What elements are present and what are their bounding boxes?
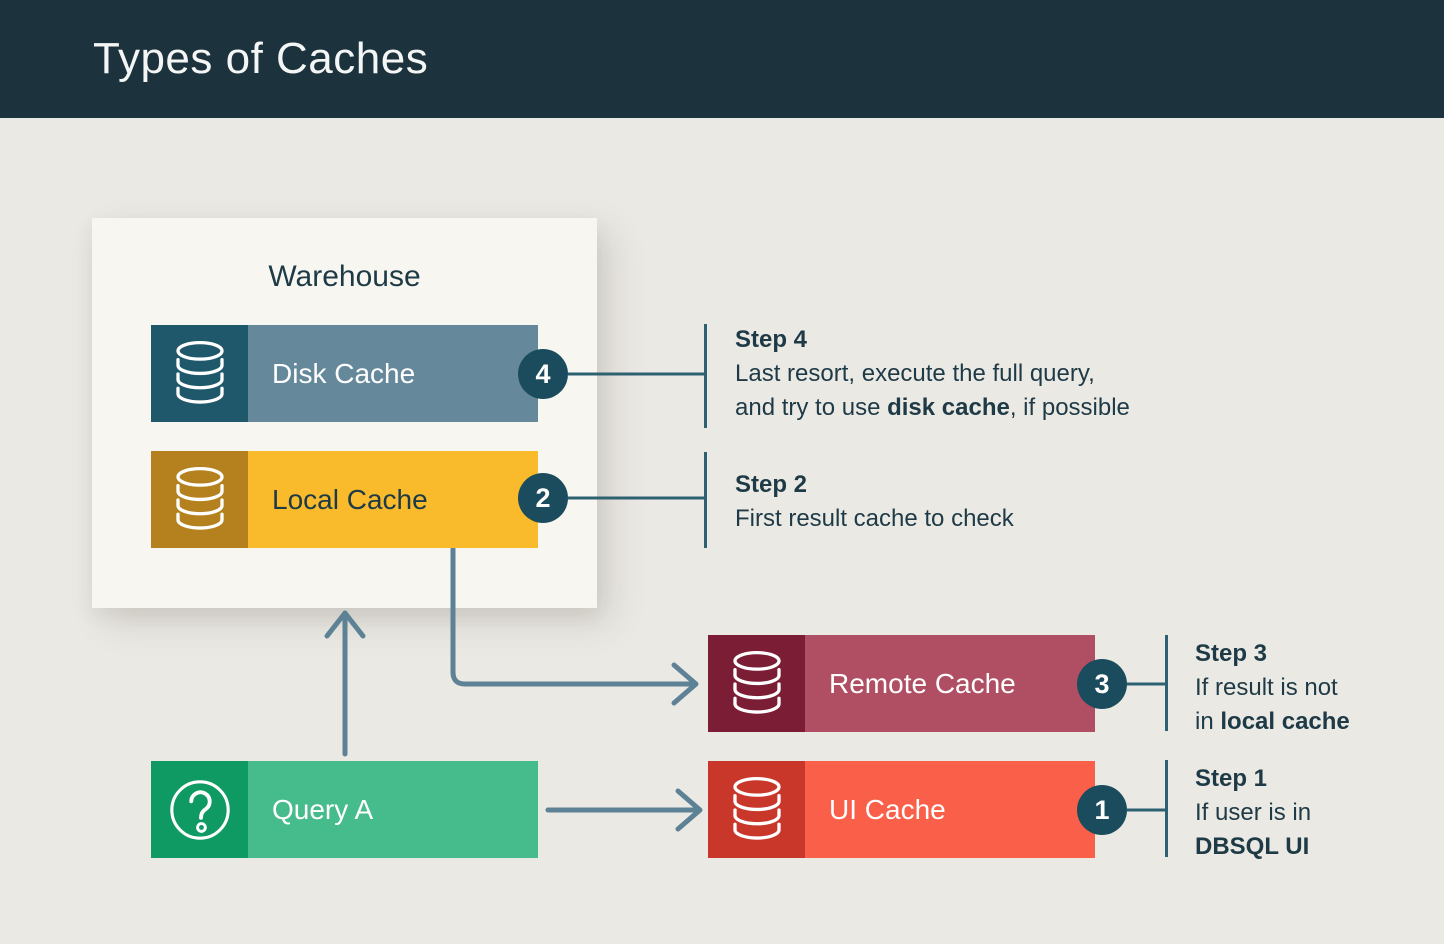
database-icon [175, 340, 224, 404]
step-1-line-2-bold: DBSQL UI [1195, 833, 1310, 860]
warehouse-label: Warehouse [268, 260, 421, 293]
step-4-line-2: and try to use disk cache, if possible [735, 391, 1130, 425]
disk-cache-iconbox [151, 325, 248, 422]
page-title: Types of Caches [93, 34, 429, 83]
local-cache-label: Local Cache [272, 483, 428, 515]
step-3-note: Step 3 If result is not in local cache [1195, 637, 1350, 739]
step-4-line-2-post: , if possible [1009, 394, 1130, 421]
disk-cache-node: Disk Cache [151, 325, 538, 422]
step-3-title: Step 3 [1195, 640, 1268, 667]
step-1-line-1: If user is in [1195, 799, 1312, 826]
ui-cache-label: UI Cache [829, 793, 946, 825]
database-icon [175, 466, 224, 530]
step-1-title: Step 1 [1195, 765, 1268, 792]
database-icon [732, 776, 781, 840]
step-4-note: Step 4 Last resort, execute the full que… [735, 323, 1130, 425]
local-cache-node: Local Cache [151, 451, 538, 548]
step-2-line-1: First result cache to check [735, 505, 1014, 532]
step-badge-4: 4 [518, 349, 568, 399]
step-connector-lines [568, 324, 1168, 857]
step-badge-1: 1 [1077, 785, 1127, 835]
local-to-remote-arrow [450, 546, 695, 687]
remote-cache-node: Remote Cache [708, 635, 1095, 732]
query-a-label: Query A [272, 793, 374, 825]
query-to-warehouse-arrowhead [324, 610, 366, 639]
step-3-line-2-pre: in [1195, 708, 1221, 735]
database-icon [732, 650, 781, 714]
question-mark-icon [169, 779, 230, 840]
remote-cache-iconbox [708, 635, 805, 732]
step-2-note: Step 2 First result cache to check [735, 468, 1014, 536]
local-cache-iconbox [151, 451, 248, 548]
query-a-iconbox [151, 761, 248, 858]
step-4-line-2-bold: disk cache [887, 394, 1010, 421]
local-to-remote-arrowhead [671, 662, 699, 706]
step-2-title: Step 2 [735, 471, 808, 498]
step-4-line-1: Last resort, execute the full query, [735, 360, 1095, 387]
step-badge-2: 2 [518, 473, 568, 523]
ui-cache-node: UI Cache [708, 761, 1095, 858]
step-1-line-2: DBSQL UI [1195, 830, 1311, 864]
ui-cache-iconbox [708, 761, 805, 858]
disk-cache-label: Disk Cache [272, 357, 416, 389]
step-3-line-1: If result is not [1195, 674, 1338, 701]
header-bar: Types of Caches [0, 0, 1444, 118]
step-4-line-2-pre: and try to use [735, 394, 888, 421]
remote-cache-label: Remote Cache [829, 667, 1016, 699]
query-to-ui-arrowhead [675, 788, 703, 832]
step-3-line-2-bold: local cache [1220, 708, 1350, 735]
step-1-note: Step 1 If user is in DBSQL UI [1195, 762, 1311, 864]
step-badge-3: 3 [1077, 659, 1127, 709]
step-3-line-2: in local cache [1195, 705, 1350, 739]
step-4-title: Step 4 [735, 326, 808, 353]
query-a-node: Query A [151, 761, 538, 858]
flow-arrows [324, 546, 703, 832]
